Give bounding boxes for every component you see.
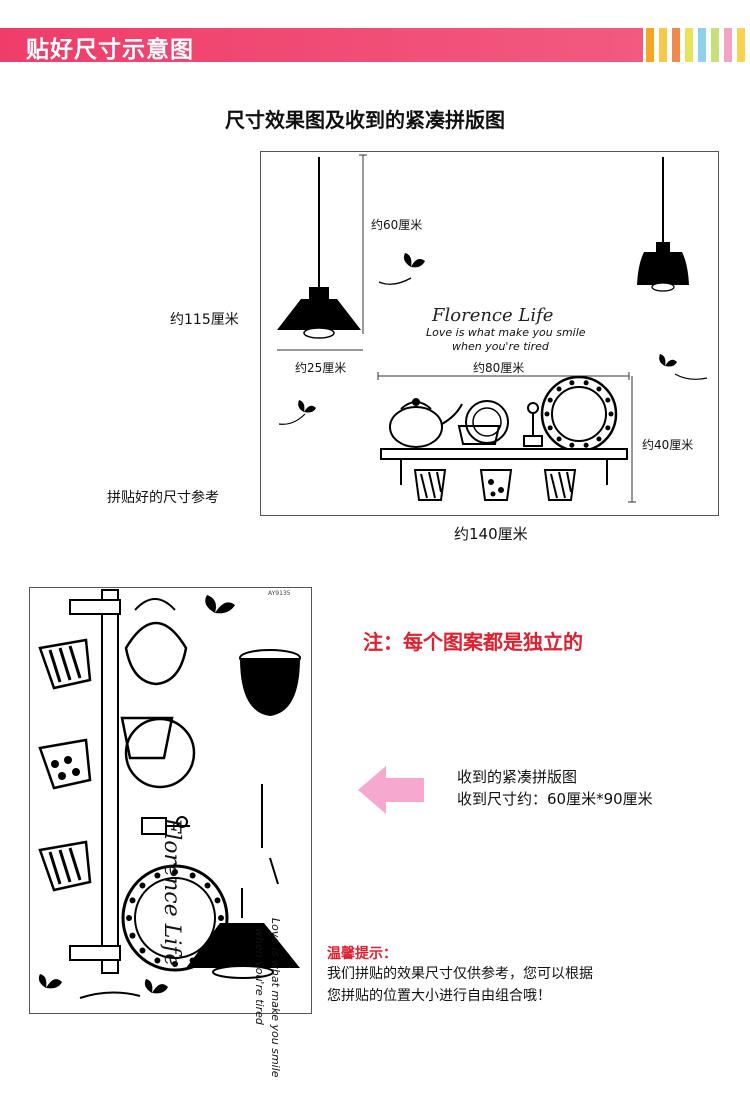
- cup-striped: [38, 840, 92, 892]
- plate-dot: [172, 869, 178, 875]
- color-stripe: [659, 28, 667, 62]
- decorative-plate: [121, 864, 229, 972]
- lamp-shade: [240, 658, 300, 716]
- color-stripe: [711, 28, 719, 62]
- plate-dot: [596, 386, 602, 392]
- color-stripe: [737, 28, 745, 62]
- header-title: 贴好尺寸示意图: [26, 37, 194, 63]
- dim-height-total: 约115厘米: [170, 312, 239, 328]
- butterfly: [38, 974, 62, 989]
- warm-tip-line2: 您拼贴的位置大小进行自由组合哦！: [327, 988, 551, 1004]
- plate-dot: [139, 882, 146, 889]
- info-line1: 收到的紧凑拼版图: [457, 768, 578, 786]
- hanging-lamp-small: [637, 252, 689, 285]
- plate-dot: [547, 425, 553, 431]
- teacup: [120, 716, 174, 760]
- sheet-art-line2: when you're tired: [253, 928, 266, 1025]
- butterfly: [659, 354, 677, 367]
- hanging-cup: [543, 469, 577, 501]
- compact-sheet-panel: AY9135 Florence Life Love is what make y…: [29, 587, 312, 1078]
- plate-dot: [583, 380, 589, 386]
- effect-diagram-panel: [260, 151, 719, 516]
- plate-dot: [583, 442, 589, 448]
- plate-dot: [556, 386, 562, 392]
- plate-dot: [129, 897, 136, 904]
- teapot: [124, 621, 188, 686]
- hanging-cup: [413, 469, 447, 501]
- plate-dot: [129, 932, 136, 939]
- cup-dotted: [38, 738, 92, 790]
- plate-dot: [605, 397, 611, 403]
- compact-sheet-illustration: [38, 589, 301, 999]
- flower: [527, 402, 539, 414]
- color-stripe: [724, 28, 732, 62]
- butterfly: [403, 253, 425, 268]
- sheet-info: 收到的紧凑拼版图 收到尺寸约：60厘米*90厘米: [457, 766, 653, 810]
- plate-dot: [569, 442, 575, 448]
- dim-shelf-width: 约80厘米: [473, 361, 525, 375]
- color-stripes: [646, 28, 750, 62]
- plate-dot: [139, 947, 146, 954]
- butterfly: [298, 400, 316, 413]
- sheet-art-title: Florence Life: [159, 818, 184, 967]
- art-line1: Love is what make you smile: [426, 326, 586, 339]
- plate-dot: [172, 961, 178, 967]
- plate-dot: [218, 915, 224, 921]
- warm-tip-title: 温馨提示：: [327, 946, 397, 962]
- plate-dot: [569, 380, 575, 386]
- plate-dot: [544, 411, 550, 417]
- plate-dot: [547, 397, 553, 403]
- header-banner: [0, 28, 643, 62]
- decorative-plate: [540, 375, 618, 453]
- color-stripe: [698, 28, 706, 62]
- section1-title: 尺寸效果图及收到的紧凑拼版图: [225, 108, 505, 132]
- plate-dot: [189, 872, 196, 879]
- effect-illustration: [277, 154, 708, 503]
- cup: [457, 425, 501, 445]
- plate-dot: [596, 436, 602, 442]
- hanging-cup: [479, 469, 513, 501]
- plate: [124, 717, 196, 789]
- dim-lamp-width: 约25厘米: [295, 361, 347, 375]
- arrow-left-icon: [358, 766, 424, 814]
- color-stripe: [685, 28, 693, 62]
- dim-shelf-height: 约40厘米: [642, 438, 694, 452]
- color-stripe: [672, 28, 680, 62]
- plate-dot: [214, 897, 221, 904]
- hanging-lamp: [186, 923, 300, 968]
- sheet-art-line1: Love is what make you smile: [269, 918, 282, 1078]
- hanging-lamp-large: [277, 299, 361, 330]
- plate-dot: [556, 436, 562, 442]
- plate-dot: [126, 915, 132, 921]
- plate-dot: [154, 957, 161, 964]
- butterfly: [205, 595, 235, 614]
- plate-dot: [605, 425, 611, 431]
- info-line2: 收到尺寸约：60厘米*90厘米: [457, 790, 653, 808]
- butterfly: [144, 979, 168, 994]
- caption-left: 拼贴好的尺寸参考: [107, 490, 219, 506]
- plate-dot: [204, 882, 211, 889]
- flower: [176, 816, 188, 828]
- dim-lamp-drop: 约60厘米: [371, 218, 423, 232]
- shelf: [380, 448, 628, 460]
- dim-total-width: 约140厘米: [454, 525, 528, 543]
- teapot: [389, 406, 443, 448]
- art-line2: when you're tired: [452, 340, 549, 353]
- plate-dot: [608, 411, 614, 417]
- art-title: Florence Life: [432, 305, 554, 326]
- plate-dot: [154, 872, 161, 879]
- warm-tip-line1: 我们拼贴的效果尺寸仅供参考，您可以根据: [327, 966, 593, 982]
- sheet-code: AY9135: [268, 590, 291, 597]
- warm-tip-text: 我们拼贴的效果尺寸仅供参考，您可以根据 您拼贴的位置大小进行自由组合哦！: [327, 963, 593, 1007]
- note-independent: 注：每个图案都是独立的: [363, 630, 583, 654]
- cup-striped: [38, 638, 92, 690]
- color-stripe: [646, 28, 654, 62]
